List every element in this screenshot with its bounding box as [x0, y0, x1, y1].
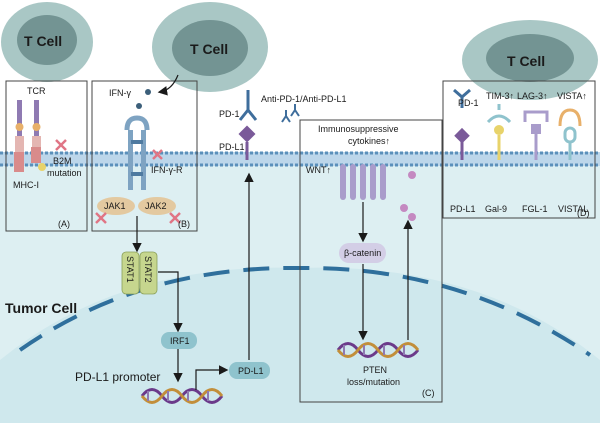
t-cell-center-label: T Cell — [190, 41, 228, 57]
ifn-release-arrow — [157, 74, 179, 96]
t-cell-right: T Cell — [462, 20, 598, 100]
pdl1-transcript-label: PD-L1 — [238, 366, 264, 376]
wnt-label: WNT↑ — [306, 165, 331, 175]
ifn-gamma-receptor — [124, 115, 150, 190]
pdl1-transcript-node: PD-L1 — [229, 362, 270, 379]
cytokine-dots — [400, 171, 416, 221]
mhc-molecules — [14, 147, 46, 172]
immunosuppressive-label: Immunosuppressive — [318, 124, 399, 134]
jak-kinases — [97, 197, 176, 215]
pdl1-right-label: PD-L1 — [450, 204, 476, 214]
t-cell-right-label: T Cell — [507, 53, 545, 69]
t-cell-left: T Cell — [1, 2, 93, 82]
transcription-arrow — [195, 365, 229, 390]
jak1-blocked-x-icon — [95, 212, 107, 224]
jak1-label: JAK1 — [104, 201, 126, 211]
anti-pd1-label: Anti-PD-1/Anti-PD-L1 — [261, 94, 347, 104]
wnt-receptor — [340, 164, 386, 200]
t-cell-left-label: T Cell — [24, 33, 62, 49]
ifn-gamma-r-label: IFN-γ-R — [151, 165, 183, 175]
b2m-blocked-x-icon — [55, 139, 67, 151]
ifn-gamma-dots — [136, 89, 151, 109]
pten-label: PTEN — [363, 365, 387, 375]
irf1-label: IRF1 — [170, 336, 190, 346]
tim3-gal9-pair — [486, 104, 512, 160]
panel-b-box — [91, 80, 198, 232]
mhc-label: MHC-I — [13, 180, 39, 190]
panel-c-label: (C) — [422, 388, 435, 398]
beta-catenin-label: β-catenin — [344, 248, 381, 258]
panel-b-label: (B) — [178, 219, 190, 229]
fgl1-label: FGL-1 — [522, 204, 548, 214]
t-cell-center: T Cell — [152, 2, 268, 92]
stat-dimer: STAT1 STAT2 — [121, 251, 158, 295]
cytokines-label: cytokines↑ — [348, 136, 390, 146]
lag3-fgl1-pair — [523, 110, 549, 160]
vista-vistal-pair — [558, 108, 582, 160]
pd1-center-label: PD-1 — [219, 109, 240, 119]
tcr-label: TCR — [27, 86, 46, 96]
irf1-node: IRF1 — [161, 332, 197, 349]
panel-a-box — [5, 80, 88, 232]
antibody-icon — [281, 104, 300, 123]
tcr-receptors — [15, 100, 41, 154]
beta-catenin-node: β-catenin — [339, 243, 386, 263]
jak2-blocked-x-icon — [169, 212, 181, 224]
gal9-label: Gal-9 — [485, 204, 507, 214]
b2m-label: B2M — [53, 156, 72, 166]
dna-helix-left — [140, 388, 224, 404]
tim3-label: TIM-3↑ — [486, 91, 514, 101]
pd1-center-receptor — [238, 90, 258, 121]
panel-a-label: (A) — [58, 219, 70, 229]
pten-loss-label: loss/mutation — [347, 377, 400, 387]
vista-label: VISTA↑ — [557, 91, 587, 101]
panel-d-box — [442, 80, 596, 219]
pdl1-right-ligand — [454, 127, 470, 160]
stat1-label: STAT1 — [125, 256, 135, 283]
stat-to-irf1-arrow — [158, 271, 183, 333]
b2m-mutation-label: mutation — [47, 168, 82, 178]
lag3-label: LAG-3↑ — [517, 91, 548, 101]
pd1-right-label: PD-1 — [458, 98, 479, 108]
tumor-cell-label: Tumor Cell — [5, 300, 77, 316]
pdl1-center-label: PD-L1 — [219, 142, 245, 152]
pd1-right-receptor — [453, 88, 471, 108]
ifn-receptor-blocked-x-icon — [152, 149, 163, 160]
vistal-label: VISTAL — [558, 204, 588, 214]
stat2-label: STAT2 — [143, 256, 153, 283]
dna-helix-right — [336, 342, 420, 358]
panel-c-box — [299, 119, 443, 403]
panel-d-label: (D) — [577, 208, 590, 218]
jak2-label: JAK2 — [145, 201, 167, 211]
ifn-gamma-label: IFN-γ — [109, 88, 131, 98]
pdl1-promoter-label: PD-L1 promoter — [75, 370, 160, 384]
